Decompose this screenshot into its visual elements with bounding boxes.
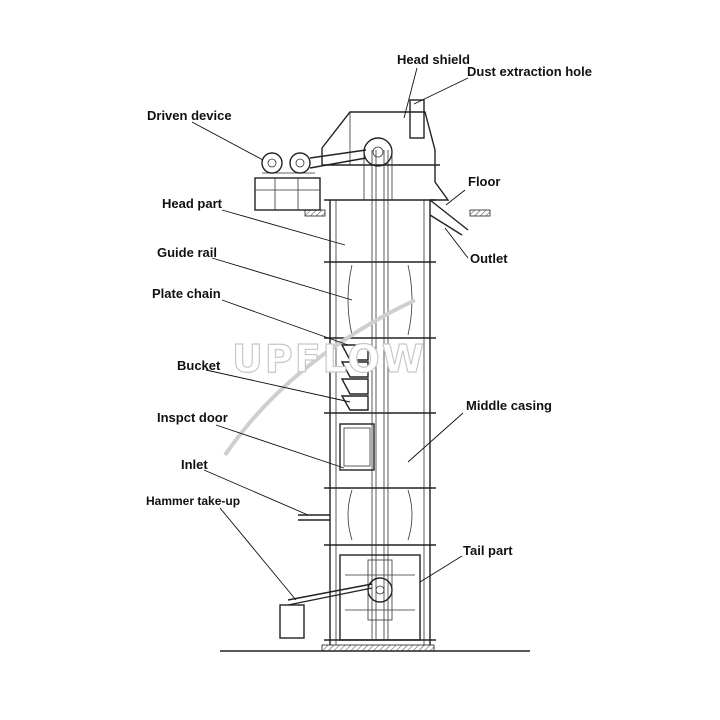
- head-section: [321, 99, 450, 201]
- label-plate-chain: Plate chain: [152, 286, 221, 301]
- bucket: [340, 344, 369, 411]
- inlet: [298, 514, 330, 521]
- label-tail-part: Tail part: [463, 543, 513, 558]
- leader-lines: [191, 67, 469, 601]
- label-head-shield: Head shield: [397, 52, 470, 67]
- inspect-door: [339, 423, 375, 471]
- label-driven-device: Driven device: [147, 108, 232, 123]
- label-hammer-take-up: Hammer take-up: [146, 494, 240, 508]
- label-inspect-door: Inspct door: [157, 410, 228, 425]
- tail-section: [339, 554, 421, 641]
- label-middle-casing: Middle casing: [466, 398, 552, 413]
- watermark: UPFLOW: [223, 298, 426, 457]
- hammer-take-up: [279, 583, 373, 639]
- label-bucket: Bucket: [177, 358, 221, 373]
- label-guide-rail: Guide rail: [157, 245, 217, 260]
- plate-chain: [371, 150, 389, 640]
- label-head-part: Head part: [162, 196, 223, 211]
- diagram-labels: Head shield Dust extraction hole Driven …: [146, 52, 592, 558]
- label-inlet: Inlet: [181, 457, 208, 472]
- watermark-text: UPFLOW: [232, 337, 426, 381]
- outlet-chute: [429, 199, 469, 236]
- floor-marker: [304, 209, 491, 217]
- label-outlet: Outlet: [470, 251, 508, 266]
- label-floor: Floor: [468, 174, 501, 189]
- ground-line: [220, 644, 530, 652]
- driven-device: [254, 149, 367, 211]
- label-dust-extraction-hole: Dust extraction hole: [467, 64, 592, 79]
